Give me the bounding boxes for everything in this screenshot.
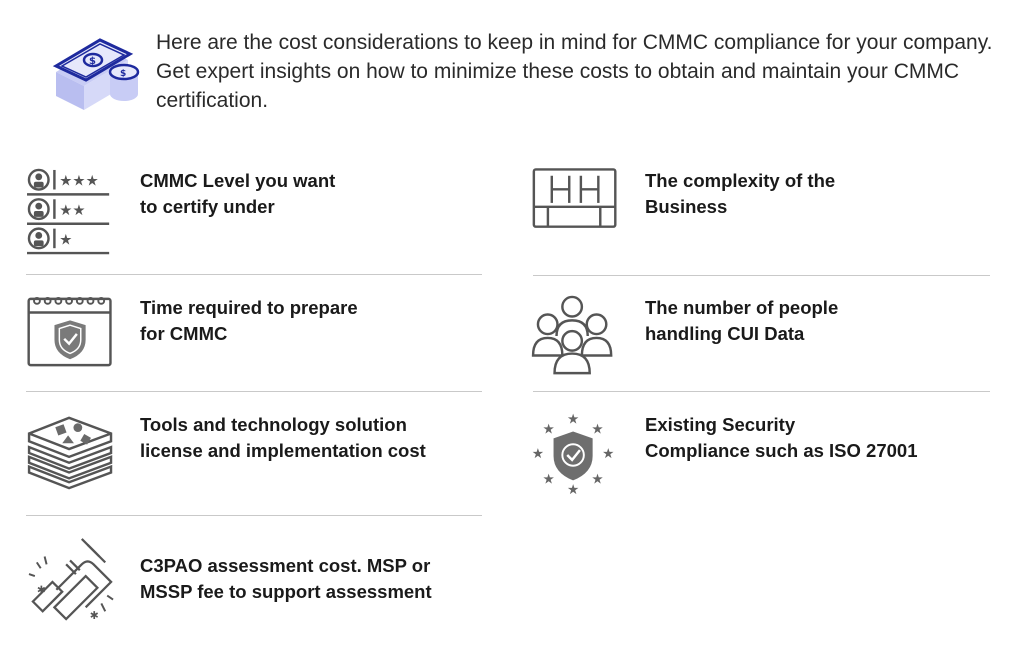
svg-text:★: ★ [567, 412, 579, 428]
svg-text:★★: ★★ [59, 202, 85, 219]
item-line1: Existing Security [645, 414, 796, 435]
svg-text:★: ★ [543, 422, 555, 438]
item-line2: MSSP fee to support assessment [140, 581, 432, 602]
item-line1: Time required to prepare [140, 297, 358, 318]
svg-text:★: ★ [602, 446, 614, 462]
svg-text:★: ★ [532, 446, 544, 462]
svg-text:★: ★ [567, 482, 579, 498]
tech-stack-icon [27, 416, 113, 490]
item-line2: handling CUI Data [645, 323, 805, 344]
svg-text:★★★: ★★★ [59, 173, 98, 190]
item-line2: for CMMC [140, 323, 228, 344]
svg-text:★: ★ [543, 471, 555, 487]
intro-text: Here are the cost considerations to keep… [156, 31, 993, 112]
item-line2: Business [645, 196, 728, 217]
item-line1: The complexity of the [645, 170, 836, 191]
svg-text:★: ★ [59, 231, 72, 248]
item-line1: Tools and technology solution [140, 414, 407, 435]
item-line2: to certify under [140, 196, 275, 217]
handshake-icon: ✱ ✱ [28, 538, 114, 622]
svg-text:✱: ✱ [90, 609, 99, 622]
divider [26, 391, 482, 392]
svg-text:$: $ [89, 56, 96, 67]
cost-item-prep-time: Time required to prepare for CMMC [26, 295, 466, 385]
shield-stars-icon: ★ ★ ★ ★ ★ ★ ★ ★ [532, 412, 615, 498]
item-line2: license and implementation cost [140, 440, 426, 461]
divider [26, 515, 482, 516]
cost-item-cui-people: The number of people handling CUI Data [531, 295, 971, 385]
svg-text:$: $ [120, 69, 126, 79]
org-chart-icon [532, 168, 617, 228]
svg-text:✱: ✱ [37, 584, 46, 597]
svg-text:★: ★ [591, 422, 603, 438]
divider [533, 391, 990, 392]
cost-item-c3pao: ✱ ✱ C3PAO assessment cost. MSP or MSSP fe… [26, 535, 466, 625]
people-group-icon [531, 295, 613, 375]
cost-item-cmmc-level: ★★★ ★★ ★ CMMC Level you want to certify u… [26, 168, 466, 258]
money-bills-icon: $ $ [52, 38, 140, 110]
item-line1: CMMC Level you want [140, 170, 336, 191]
item-line1: The number of people [645, 297, 839, 318]
item-line2: Compliance such as ISO 27001 [645, 440, 918, 461]
calendar-shield-icon [27, 296, 112, 367]
divider [26, 274, 482, 275]
rating-levels-icon: ★★★ ★★ ★ [27, 168, 110, 255]
item-line1: C3PAO assessment cost. MSP or [140, 555, 431, 576]
divider [533, 275, 990, 276]
cost-item-tools-tech: Tools and technology solution license and… [26, 412, 466, 502]
svg-text:★: ★ [591, 471, 603, 487]
